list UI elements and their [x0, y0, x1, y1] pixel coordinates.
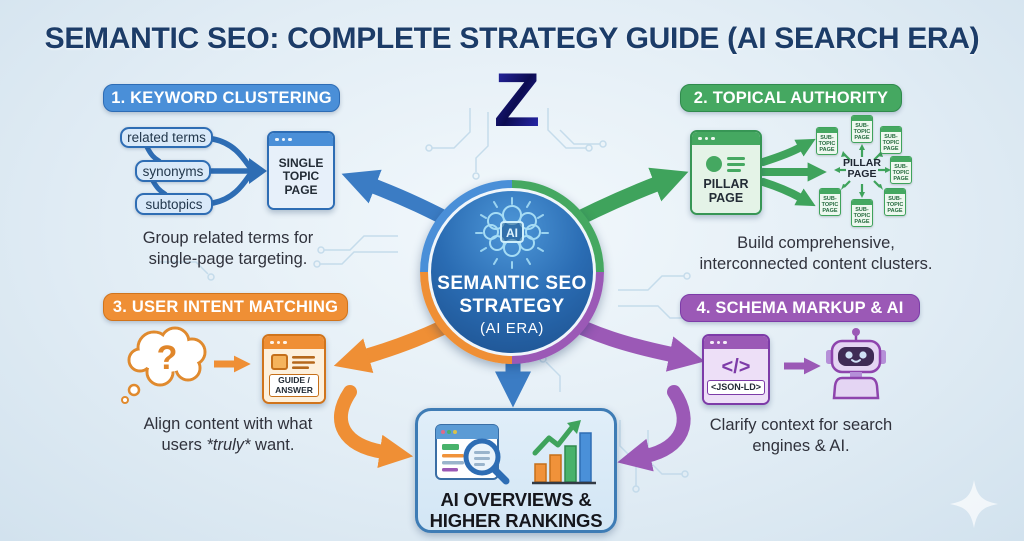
pillar-page-window: PILLAR PAGE — [690, 130, 762, 215]
subtopic-card: SUB-TOPIC PAGE — [819, 188, 841, 216]
svg-text:Z: Z — [494, 62, 540, 140]
subtopic-card: SUB-TOPIC PAGE — [880, 126, 902, 154]
window-titlebar — [704, 336, 768, 349]
subtopic-card: SUB-TOPIC PAGE — [890, 156, 912, 184]
page-content-icon — [706, 155, 745, 172]
window-titlebar — [269, 133, 333, 146]
jsonld-label: <JSON-LD> — [707, 380, 765, 395]
emphasis-truly: *truly* — [206, 435, 251, 454]
outcome-label: AI OVERVIEWS & HIGHER RANKINGS — [429, 489, 603, 531]
cluster-pillar-label: PILLAR PAGE — [843, 157, 881, 181]
connector-terms-1 — [144, 144, 162, 164]
branch-upper — [759, 138, 816, 166]
caption-schema-markup: Clarify context for search engines & AI. — [709, 416, 893, 455]
hub-core — [431, 191, 593, 353]
question-mark: ? — [157, 339, 178, 377]
subtopic-card: SUB-TOPIC PAGE — [851, 115, 873, 143]
subtopic-card: SUB-TOPIC PAGE — [851, 199, 873, 227]
guide-answer-window: GUIDE / ANSWER — [262, 334, 326, 404]
code-symbol: </> — [721, 356, 751, 379]
term-synonyms: synonyms — [135, 160, 211, 182]
caption-keyword-clustering: Group related terms for single-page targ… — [142, 229, 314, 268]
central-hub: AI SEMANTIC SEO STRATEGY (AI ERA) — [420, 180, 604, 364]
heading-user-intent: 3. USER INTENT MATCHING — [103, 293, 348, 321]
thought-bubble-question: ? — [121, 326, 207, 404]
heading-topical-authority: 2. TOPICAL AUTHORITY — [680, 84, 902, 112]
term-subtopics: subtopics — [135, 193, 213, 215]
converge-arrowhead — [249, 158, 267, 184]
subtopic-card: SUB-TOPIC PAGE — [884, 188, 906, 216]
article-icon — [271, 353, 315, 370]
converge-related-terms — [210, 136, 252, 169]
arrow-schema-to-outcome — [617, 385, 691, 472]
term-related-terms: related terms — [120, 127, 213, 148]
heading-keyword-clustering: 1. KEYWORD CLUSTERING — [103, 84, 340, 112]
brain-rays — [475, 197, 549, 269]
window-titlebar — [264, 336, 324, 349]
search-results-icon — [435, 424, 510, 485]
hub-text: SEMANTIC SEO STRATEGY (AI ERA) — [437, 273, 587, 338]
converge-subtopics — [210, 173, 252, 206]
ai-brain-icon: AI — [475, 197, 549, 269]
page-title: SEMANTIC SEO: COMPLETE STRATEGY GUIDE (A… — [44, 22, 980, 55]
ai-robot-icon — [826, 328, 886, 400]
sparkle-icon — [950, 480, 998, 528]
branch-lower — [759, 178, 816, 207]
caption-topical-authority: Build comprehensive, interconnected cont… — [699, 234, 933, 273]
guide-answer-label: GUIDE / ANSWER — [269, 373, 319, 398]
heading-schema-markup: 4. SCHEMA MARKUP & AI — [680, 294, 920, 322]
ai-chip-label: AI — [506, 226, 518, 240]
window-titlebar — [692, 132, 760, 145]
subtopic-card: SUB-TOPIC PAGE — [816, 127, 838, 155]
outcome-box: AI OVERVIEWS & HIGHER RANKINGS — [415, 408, 617, 533]
brand-z-logo: Z — [494, 62, 540, 140]
single-topic-page-window: SINGLE TOPIC PAGE — [267, 131, 335, 210]
rankings-chart-icon — [532, 420, 596, 485]
pillar-page-label: PILLAR PAGE — [703, 176, 749, 205]
caption-user-intent: Align content with what users *truly* wa… — [143, 415, 313, 454]
jsonld-window: </> <JSON-LD> — [702, 334, 770, 405]
single-topic-page-label: SINGLE TOPIC PAGE — [278, 155, 324, 197]
